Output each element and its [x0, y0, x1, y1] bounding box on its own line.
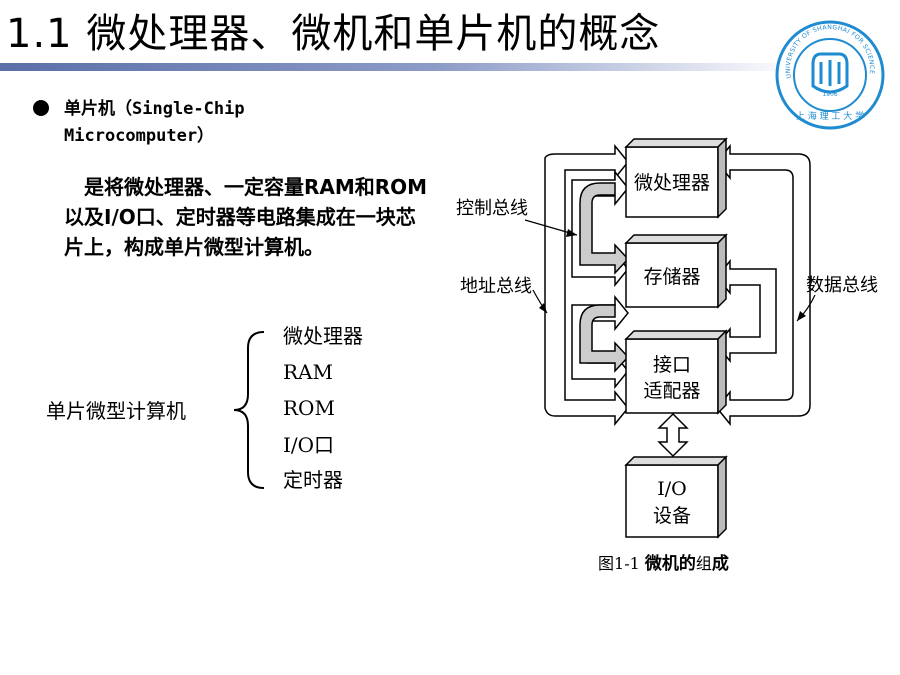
block-memory-label: 存储器 [643, 266, 700, 288]
description-paragraph: 是将微处理器、一定容量RAM和ROM以及I/O口、定时器等电路集成在一块芯片上，… [64, 175, 428, 259]
logo-bottom-text: 上 海 理 工 大 学 [796, 110, 864, 122]
control-bus-label: 控制总线 [456, 198, 528, 219]
block-io-device-label-1: I/O [657, 478, 686, 500]
composition-item-io: I/O口 [283, 433, 335, 457]
caption-bold: 微机的 [644, 554, 696, 574]
caption-prefix: 图 [598, 554, 615, 573]
block-adapter-label-2: 适配器 [643, 380, 700, 402]
caption-number: 1-1 [614, 554, 640, 573]
io-double-arrow [657, 412, 689, 458]
composition-brace [233, 331, 265, 489]
figure-caption: 图1-1 微机的组成 [598, 549, 729, 574]
composition-root-label: 单片微型计算机 [46, 399, 186, 423]
page-title: 1.1 微处理器、微机和单片机的概念 [6, 11, 661, 57]
block-io-device-label-2: 设备 [653, 505, 691, 527]
data-bus-label: 数据总线 [806, 275, 878, 296]
composition-item-timer: 定时器 [283, 468, 343, 492]
composition-item-ram: RAM [283, 360, 333, 384]
caption-mid: 组 [695, 554, 712, 573]
data-bus-pointer-head [797, 311, 806, 321]
bullet-heading: 单片机（Single-Chip Microcomputer） [64, 96, 344, 150]
composition-item-cpu: 微处理器 [283, 324, 363, 348]
address-bus-label: 地址总线 [460, 276, 532, 297]
control-bus-paths [579, 182, 630, 373]
university-logo: UNIVERSITY OF SHANGHAI FOR SCIENCE AND T… [775, 20, 885, 130]
title-underline-bar [0, 63, 800, 71]
address-bus-pointer-head [539, 303, 547, 313]
composition-item-rom: ROM [283, 396, 335, 420]
control-bus-pointer-head [566, 229, 577, 237]
caption-end: 成 [711, 554, 729, 574]
bullet-line-2: Microcomputer） [64, 126, 215, 146]
blocks [624, 137, 728, 539]
microcomputer-diagram: 微处理器 存储器 接口 适配器 I/O 设备 控制总线 地址总线 数据总线 [456, 137, 878, 539]
bullet-line-1: 单片机（Single-Chip [64, 99, 245, 119]
logo-year: 1906 [822, 91, 837, 98]
bullet-dot [33, 100, 49, 116]
block-cpu-label: 微处理器 [634, 172, 710, 194]
block-adapter-label-1: 接口 [653, 354, 691, 376]
